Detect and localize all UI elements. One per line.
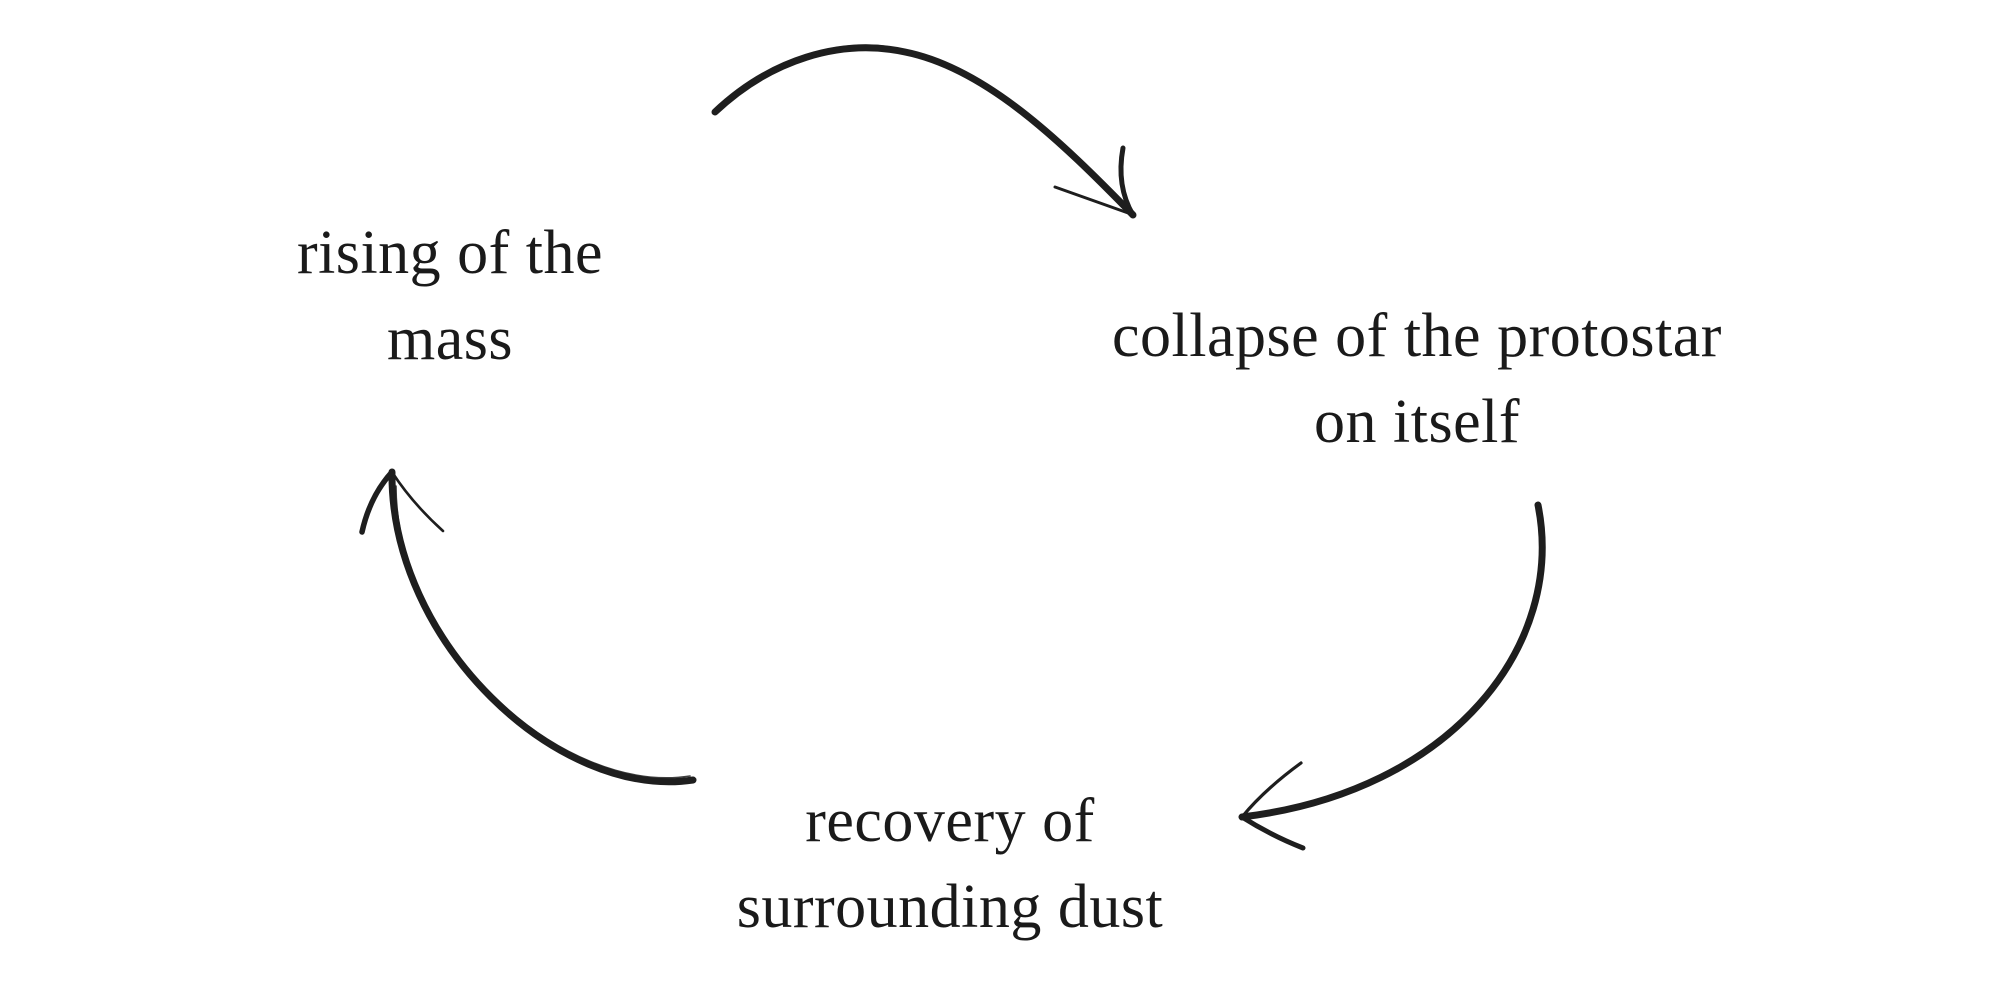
arrowhead-barb-upper [1240, 761, 1303, 819]
arrowhead-barb-upper [1118, 145, 1136, 218]
node-label-line: mass [387, 305, 513, 373]
arrowhead-barb-lower [1239, 814, 1306, 851]
arrowhead-barb-left [1053, 185, 1133, 216]
arrow-shaft [1238, 501, 1546, 821]
arrow-shaft-texture [395, 485, 691, 779]
node-label-line: surrounding dust [736, 873, 1164, 941]
node-label-line: collapse of the protostar [1112, 302, 1722, 370]
node-label-line: on itself [1314, 388, 1520, 456]
arrow-shaft-texture [1255, 511, 1546, 815]
node-label-line: rising of the [296, 219, 604, 287]
arrow-rising-to-collapse [711, 44, 1137, 219]
arrow-recovery-to-rising [359, 468, 697, 786]
node-label-line: recovery of [805, 787, 1095, 855]
arrow-shaft [388, 468, 697, 786]
node-collapse-of-the-protostar: collapse of the protostar on itself [1112, 293, 1722, 465]
arrow-collapse-to-recovery [1238, 501, 1546, 851]
arrowhead-barb-right [390, 470, 445, 533]
arrow-shaft [711, 44, 1137, 219]
arrowhead-barb-left [359, 469, 395, 535]
node-recovery-of-surrounding-dust: recovery of surrounding dust [737, 778, 1164, 950]
node-rising-of-the-mass: rising of the mass [297, 210, 603, 382]
arrow-shaft-texture [717, 44, 901, 109]
